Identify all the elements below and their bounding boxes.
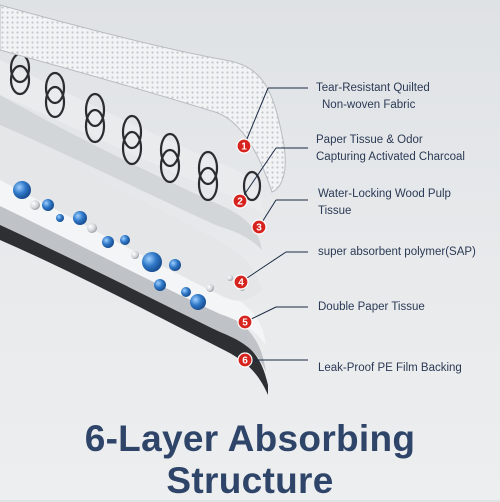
svg-text:5: 5 [242,318,248,329]
svg-text:3: 3 [256,223,262,234]
badge-5: 5 [237,314,253,330]
layer-2-label: Paper Tissue & Odor Capturing Activated … [316,132,465,166]
layer-3-label-line2: Tissue [318,205,352,217]
layer-3-label: Water-Locking Wood Pulp Tissue [318,186,451,220]
layer-1-nonwoven [0,4,286,193]
layer-1-label-line2: Non-woven Fabric [322,99,416,111]
page-title: 6-Layer Absorbing Structure [84,418,416,501]
layer-1-label: Tear-Resistant Quilted Non-woven Fabric [316,80,430,114]
sap-granules [13,181,245,310]
layer-6-label-line1: Leak-Proof PE Film Backing [318,362,462,374]
layer-6-label: Leak-Proof PE Film Backing [318,360,462,377]
layer-3-label-line1: Water-Locking Wood Pulp [318,188,451,200]
badge-2: 2 [232,193,248,209]
layer-4-label: super absorbent polymer(SAP) [318,244,476,261]
layer-4-sap [0,120,262,301]
layer-5-label: Double Paper Tissue [318,299,425,316]
svg-text:6: 6 [242,356,248,367]
svg-text:1: 1 [241,142,247,153]
layer-4-label-line1: super absorbent polymer(SAP) [318,246,476,258]
charcoal-coils [9,52,262,202]
svg-text:4: 4 [238,278,244,289]
layer-2-label-line2: Capturing Activated Charcoal [316,151,465,163]
svg-text:2: 2 [237,197,243,208]
layer-5-label-line1: Double Paper Tissue [318,301,425,313]
layer-2-charcoal [0,60,264,215]
badge-1: 1 [236,138,252,154]
badge-6: 6 [237,352,253,368]
badge-4: 4 [233,274,249,290]
layer-2-label-line1: Paper Tissue & Odor [316,134,423,146]
layer-3-wood-pulp [0,95,262,250]
badge-3: 3 [251,219,267,235]
layer-1-label-line1: Tear-Resistant Quilted [316,82,430,94]
